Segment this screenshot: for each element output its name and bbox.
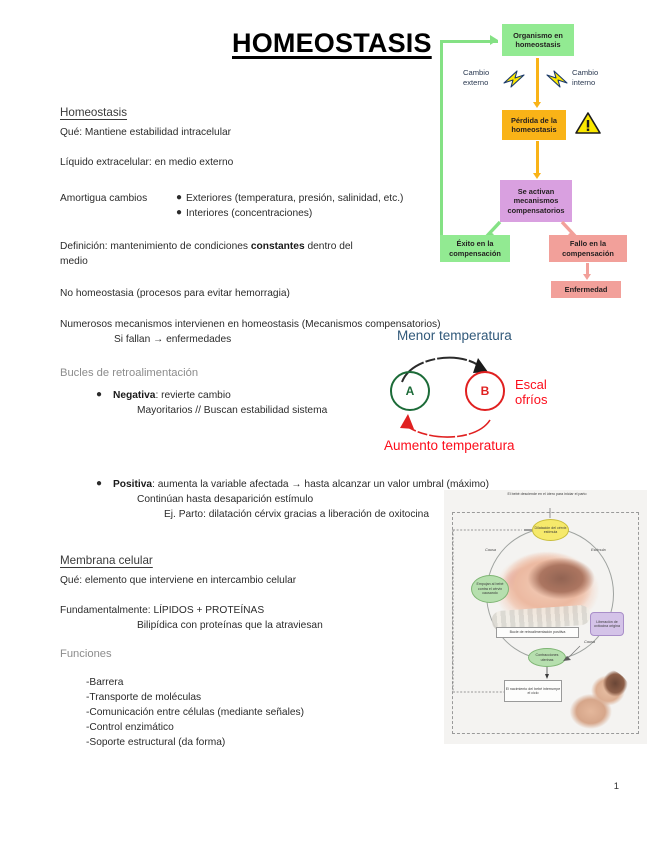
flow-arrow-3 — [586, 263, 589, 276]
birth-node-liberacion: Liberación de oxitocina origina — [590, 612, 624, 636]
loop-label-menor-temperatura: Menor temperatura — [397, 328, 512, 343]
lightning-bolt-icon — [546, 70, 568, 88]
text-membrana-fundamentalmente: Fundamentalmente: LÍPIDOS + PROTEÍNAS — [60, 605, 265, 616]
page-title: HOMEOSTASIS — [232, 28, 432, 58]
bullet-dot-icon: ● — [96, 389, 103, 400]
text-si-fallan: Si fallan → enfermedades — [114, 334, 232, 345]
text-definicion-bold: constantes — [250, 241, 305, 252]
text-interiores: Interiores (concentraciones) — [186, 208, 313, 219]
flow-return-arrowhead-icon — [490, 35, 498, 45]
text-negativa: Negativa: revierte cambio — [113, 389, 231, 403]
text-negativa-label: Negativa — [113, 390, 156, 401]
flow-arrow-1-head-icon — [533, 102, 541, 108]
flow-node-organismo: Organismo en homeostasis — [502, 24, 574, 56]
bullet-dot-icon: ● — [96, 478, 103, 489]
feedback-loop-diagram: Menor temperatura A B Escal ofríos Aumen… — [378, 328, 578, 460]
text-funcion-soporte: -Soporte estructural (da forma) — [86, 737, 226, 748]
birth-connectors-icon — [452, 508, 581, 693]
text-funcion-transporte: -Transporte de moléculas — [86, 692, 202, 703]
birth-node-dilatacion: Dilatación del cérvix estímula — [532, 519, 569, 541]
text-exteriores: Exteriores (temperatura, presión, salini… — [186, 193, 404, 204]
text-positiva-label: Positiva — [113, 479, 153, 490]
flow-arrow-2-head-icon — [533, 173, 541, 179]
text-negativa-body: : revierte cambio — [155, 390, 231, 401]
text-negativa-sub: Mayoritarios // Buscan estabilidad siste… — [137, 405, 328, 416]
newborn-illustration — [562, 668, 634, 738]
text-positiva-sub1: Continúan hasta desaparición estímulo — [137, 494, 314, 505]
flow-node-enfermedad: Enfermedad — [551, 281, 621, 298]
text-no-homeostasia: No homeostasia (procesos para evitar hem… — [60, 288, 290, 299]
text-positiva-body: : aumenta la variable afectada → hasta a… — [152, 479, 489, 490]
text-positiva: Positiva: aumenta la variable afectada →… — [113, 478, 489, 492]
section-heading-homeostasis: Homeostasis — [60, 106, 128, 119]
childbirth-feedback-figure: El bebé desciende en el útero para inici… — [444, 490, 647, 744]
loop-node-a: A — [390, 371, 430, 411]
birth-node-contracciones: Contracciones uterinas — [528, 648, 566, 667]
loop-label-escalofrios-line1: Escal — [515, 377, 547, 392]
birth-label-causa-right: Causa — [584, 640, 595, 644]
flow-node-mecanismos: Se activan mecanismos compensatorios — [500, 180, 572, 222]
flow-node-fallo: Fallo en la compensación — [549, 235, 627, 262]
section-heading-bucles: Bucles de retroalimentación — [60, 367, 199, 379]
flow-node-exito: Éxito en la compensación — [440, 235, 510, 262]
flow-arrow-3-head-icon — [583, 274, 591, 280]
text-definicion-part2: dentro del — [304, 241, 353, 252]
text-positiva-sub2: Ej. Parto: dilatación cérvix gracias a l… — [164, 509, 430, 520]
bullet-dot-icon: ● — [176, 207, 183, 218]
bullet-dot-icon: ● — [176, 192, 183, 203]
flow-node-perdida: Pérdida de la homeostasis — [502, 110, 566, 140]
loop-node-b: B — [465, 371, 505, 411]
loop-label-escalofrios-line2: ofríos — [515, 392, 548, 407]
flow-return-horizontal — [440, 40, 498, 43]
birth-dashed-frame — [452, 512, 639, 734]
text-funcion-control: -Control enzimático — [86, 722, 174, 733]
birth-node-empujan: Empujan al bebé contra el cérvix causand… — [471, 575, 509, 603]
text-que-mantiene: Qué: Mantiene estabilidad intracelular — [60, 127, 232, 138]
birth-caption-top: El bebé desciende en el útero para inici… — [507, 492, 587, 496]
section-heading-funciones: Funciones — [60, 648, 112, 660]
warning-triangle-icon — [575, 112, 601, 134]
birth-label-estimula: Estimula — [591, 548, 606, 552]
flow-arrow-1 — [536, 58, 539, 103]
page-number: 1 — [613, 781, 619, 792]
text-membrana-que: Qué: elemento que interviene en intercam… — [60, 575, 297, 586]
text-definicion: Definición: mantenimiento de condiciones… — [60, 240, 353, 254]
text-liquido-extracelular: Líquido extracelular: en medio externo — [60, 157, 234, 168]
lightning-bolt-icon — [503, 70, 525, 88]
text-numerosos-mecanismos: Numerosos mecanismos intervienen en home… — [60, 319, 441, 330]
birth-node-bucle: Bucle de retroalimentación positiva — [496, 627, 579, 638]
birth-node-nacimiento: El nacimiento del bebé interrumpe el cic… — [504, 680, 562, 702]
text-amortigua-cambios: Amortigua cambios — [60, 193, 148, 204]
text-funcion-barrera: -Barrera — [86, 677, 124, 688]
flow-return-vertical — [440, 40, 443, 243]
flow-arrow-2 — [536, 141, 539, 174]
text-definicion-medio: medio — [60, 256, 88, 267]
birth-label-causa-left: Causa — [485, 548, 496, 552]
section-heading-membrana: Membrana celular — [60, 554, 153, 567]
text-membrana-bilipidica: Bilipídica con proteínas que la atravies… — [137, 620, 323, 631]
loop-label-aumento-temperatura: Aumento temperatura — [384, 438, 515, 453]
loop-label-escalofrios: Escal ofríos — [515, 377, 548, 407]
text-definicion-part1: Definición: mantenimiento de condiciones — [60, 241, 251, 252]
text-funcion-comunicacion: -Comunicación entre células (mediante se… — [86, 707, 305, 718]
